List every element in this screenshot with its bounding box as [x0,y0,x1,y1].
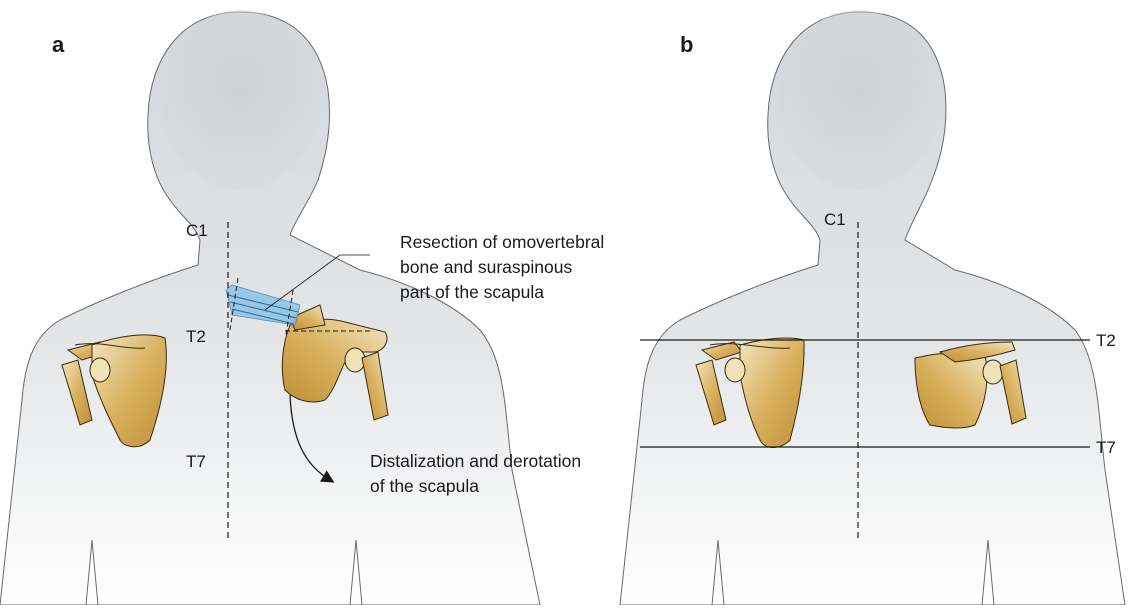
t7-label-a: T7 [186,452,206,471]
t2-label-b: T2 [1096,331,1116,350]
c1-label-a: C1 [186,221,208,240]
t7-label-b: T7 [1096,438,1116,457]
distalization-annotation-line2: of the scapula [370,476,479,496]
distalization-arrow [289,394,335,483]
left-scapula-a [61,334,167,448]
c1-label-b: C1 [824,210,846,229]
distalization-annotation-line1: Distalization and derotation [370,451,581,471]
panel-a-letter: a [52,32,65,57]
panel-b-letter: b [680,32,693,57]
right-scapula-b [914,341,1027,429]
omovertebral-bone [225,284,301,326]
panel-a: a C1 T2 T7 Resection of omovertebral bon… [0,10,604,606]
left-scapula-b [695,337,805,448]
resection-annotation-line1: Resection of omovertebral [400,232,604,252]
panel-b: b C1 T2 T7 [619,10,1126,606]
resection-annotation-line3: part of the scapula [400,282,544,302]
resection-annotation-line2: bone and suraspinous [400,257,572,277]
right-scapula-a [281,304,389,421]
t2-label-a: T2 [186,327,206,346]
